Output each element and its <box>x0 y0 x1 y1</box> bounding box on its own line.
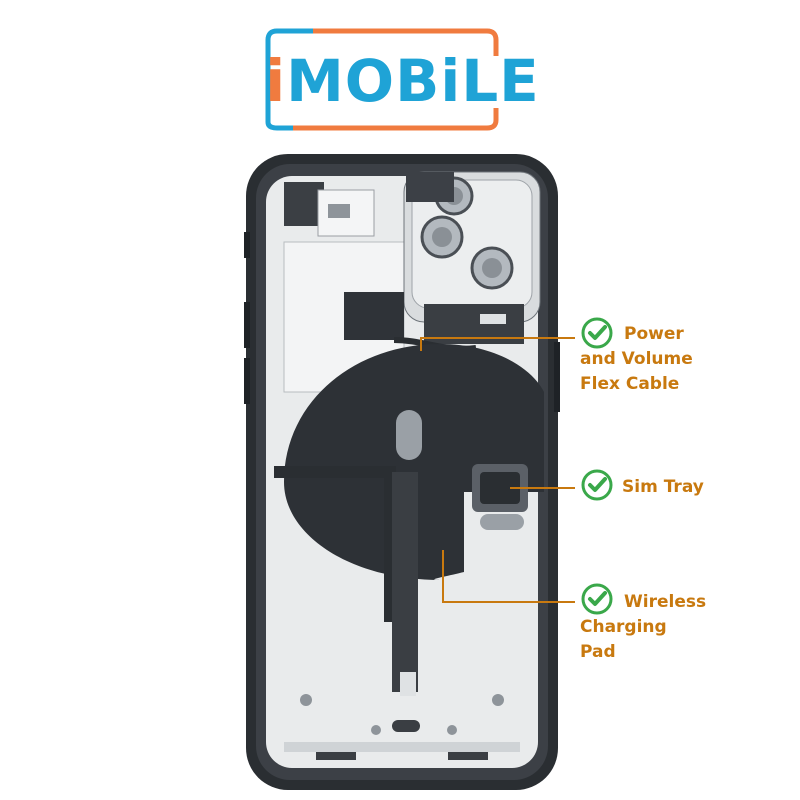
logo-part-mobile: MOBiLE <box>286 47 540 115</box>
logo-frame <box>265 28 499 131</box>
callout-label-sim-tray: Sim Tray <box>622 477 704 497</box>
logo-wordmark: iMOBiLE <box>265 36 540 126</box>
check-circle-icon <box>581 469 613 501</box>
brand-logo: iMOBiLE <box>265 28 540 131</box>
callout-label-power-flex: Power and Volume Flex Cable <box>580 324 693 394</box>
logo-part-i: i <box>265 47 287 115</box>
callout-leader-wireless-pad-vert <box>442 550 444 602</box>
callout-leader-power-flex-drop <box>420 337 422 351</box>
callout-leader-sim-tray <box>510 487 575 489</box>
phone-housing-image <box>244 152 560 792</box>
callout-label-wireless-pad: Wireless Charging Pad <box>580 592 707 662</box>
callout-leader-power-flex <box>420 337 575 339</box>
check-circle-icon <box>581 583 613 615</box>
callout-leader-wireless-pad <box>442 601 575 603</box>
check-circle-icon <box>581 317 613 349</box>
